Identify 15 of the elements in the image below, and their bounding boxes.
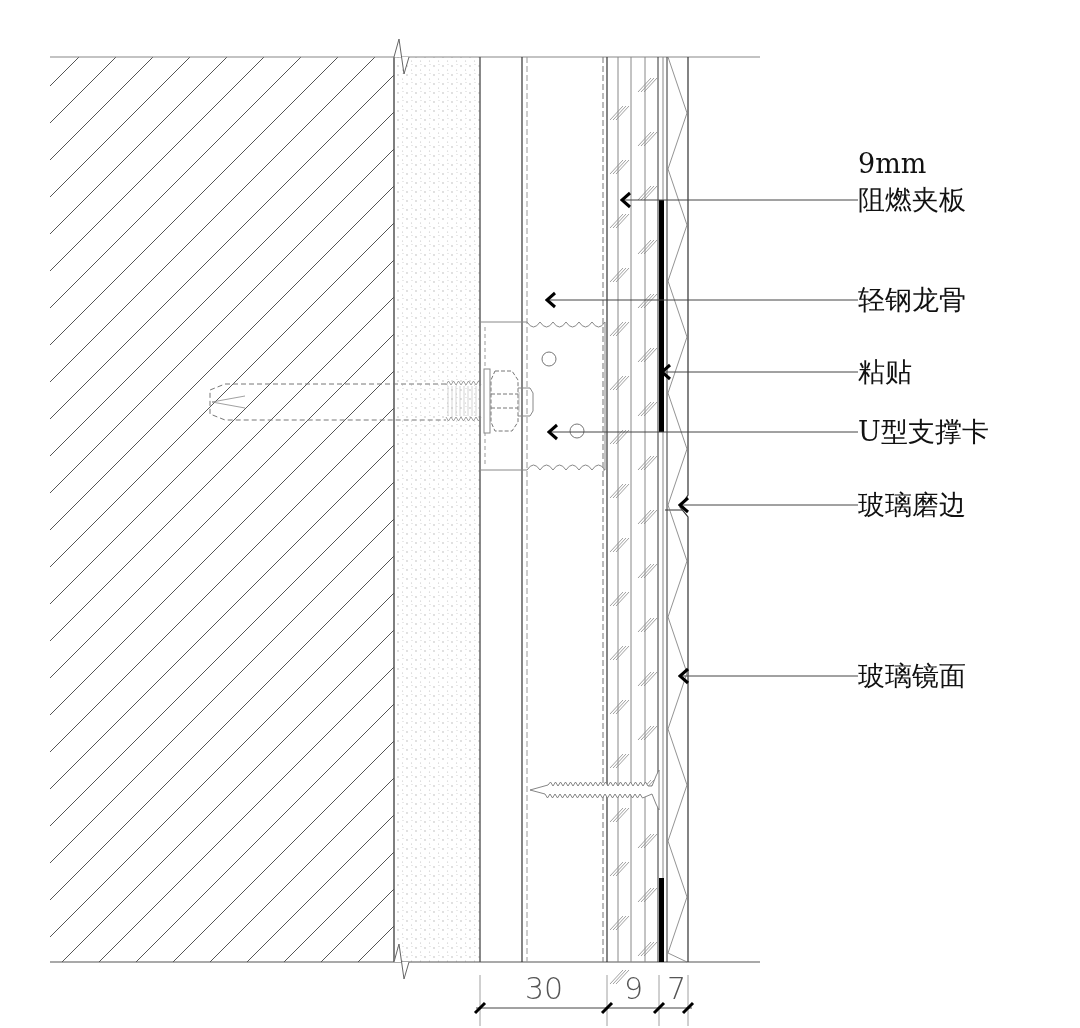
callout-label: 玻璃磨边 [858,487,966,523]
callout-label: 轻钢龙骨 [858,282,966,318]
callout-label: U型支撑卡 [858,414,989,450]
dimension-text: 7 [667,972,687,1006]
dimension-text: 30 [525,972,564,1006]
dimension-text: 9 [624,972,644,1006]
callout-label: 玻璃镜面 [858,658,966,694]
leader-line [547,423,859,441]
callout-label: 粘贴 [858,354,912,390]
callout-label: 9mm [858,147,928,181]
leader-line [545,291,859,309]
leader-line [678,496,859,514]
leader-line [620,191,859,209]
callout-label: 阻燃夹板 [858,183,966,217]
leader-line [678,667,859,685]
